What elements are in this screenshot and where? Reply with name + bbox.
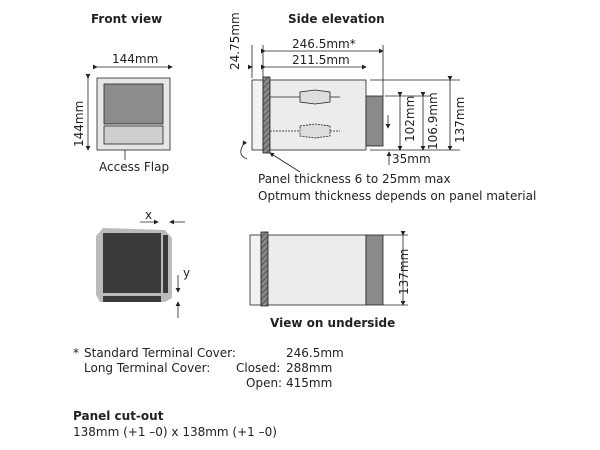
- open-label: Open:: [246, 376, 283, 390]
- panel-cutout-heading: Panel cut-out: [73, 409, 164, 423]
- front-view: [85, 64, 173, 160]
- dim-102-label: 102mm: [403, 95, 417, 142]
- standard-cover-label: Standard Terminal Cover:: [84, 346, 236, 360]
- side-view: [240, 45, 460, 173]
- front-view-heading: Front view: [91, 12, 163, 26]
- dim-35-label: 35mm: [392, 152, 431, 166]
- closed-value: 288mm: [286, 361, 333, 375]
- standard-cover-value: 246.5mm: [286, 346, 344, 360]
- optimum-thickness-note: Optmum thickness depends on panel materi…: [258, 189, 537, 203]
- cutout-y-label: y: [183, 266, 191, 280]
- underside-137-label: 137mm: [397, 248, 411, 295]
- underside-view: [249, 231, 408, 307]
- bezel-depth-label: 24.75mm: [228, 12, 242, 70]
- front-height-label: 144mm: [72, 100, 86, 147]
- case-depth-label: 211.5mm: [292, 53, 350, 67]
- cutout-view: [96, 219, 185, 318]
- front-width-label: 144mm: [112, 52, 159, 66]
- overall-depth-label: 246.5mm*: [292, 37, 356, 51]
- access-flap-label: Access Flap: [99, 160, 170, 174]
- cutout-x-label: x: [145, 208, 153, 222]
- panel-thickness-note: Panel thickness 6 to 25mm max: [258, 172, 451, 186]
- panel-cutout-value: 138mm (+1 –0) x 138mm (+1 –0): [73, 425, 277, 439]
- asterisk: *: [73, 346, 79, 360]
- side-elevation-heading: Side elevation: [288, 12, 385, 26]
- dim-106-label: 106.9mm: [426, 92, 440, 150]
- open-value: 415mm: [286, 376, 333, 390]
- long-cover-label: Long Terminal Cover:: [84, 361, 211, 375]
- closed-label: Closed:: [236, 361, 281, 375]
- dim-137-label: 137mm: [453, 96, 467, 143]
- underside-heading: View on underside: [270, 316, 396, 330]
